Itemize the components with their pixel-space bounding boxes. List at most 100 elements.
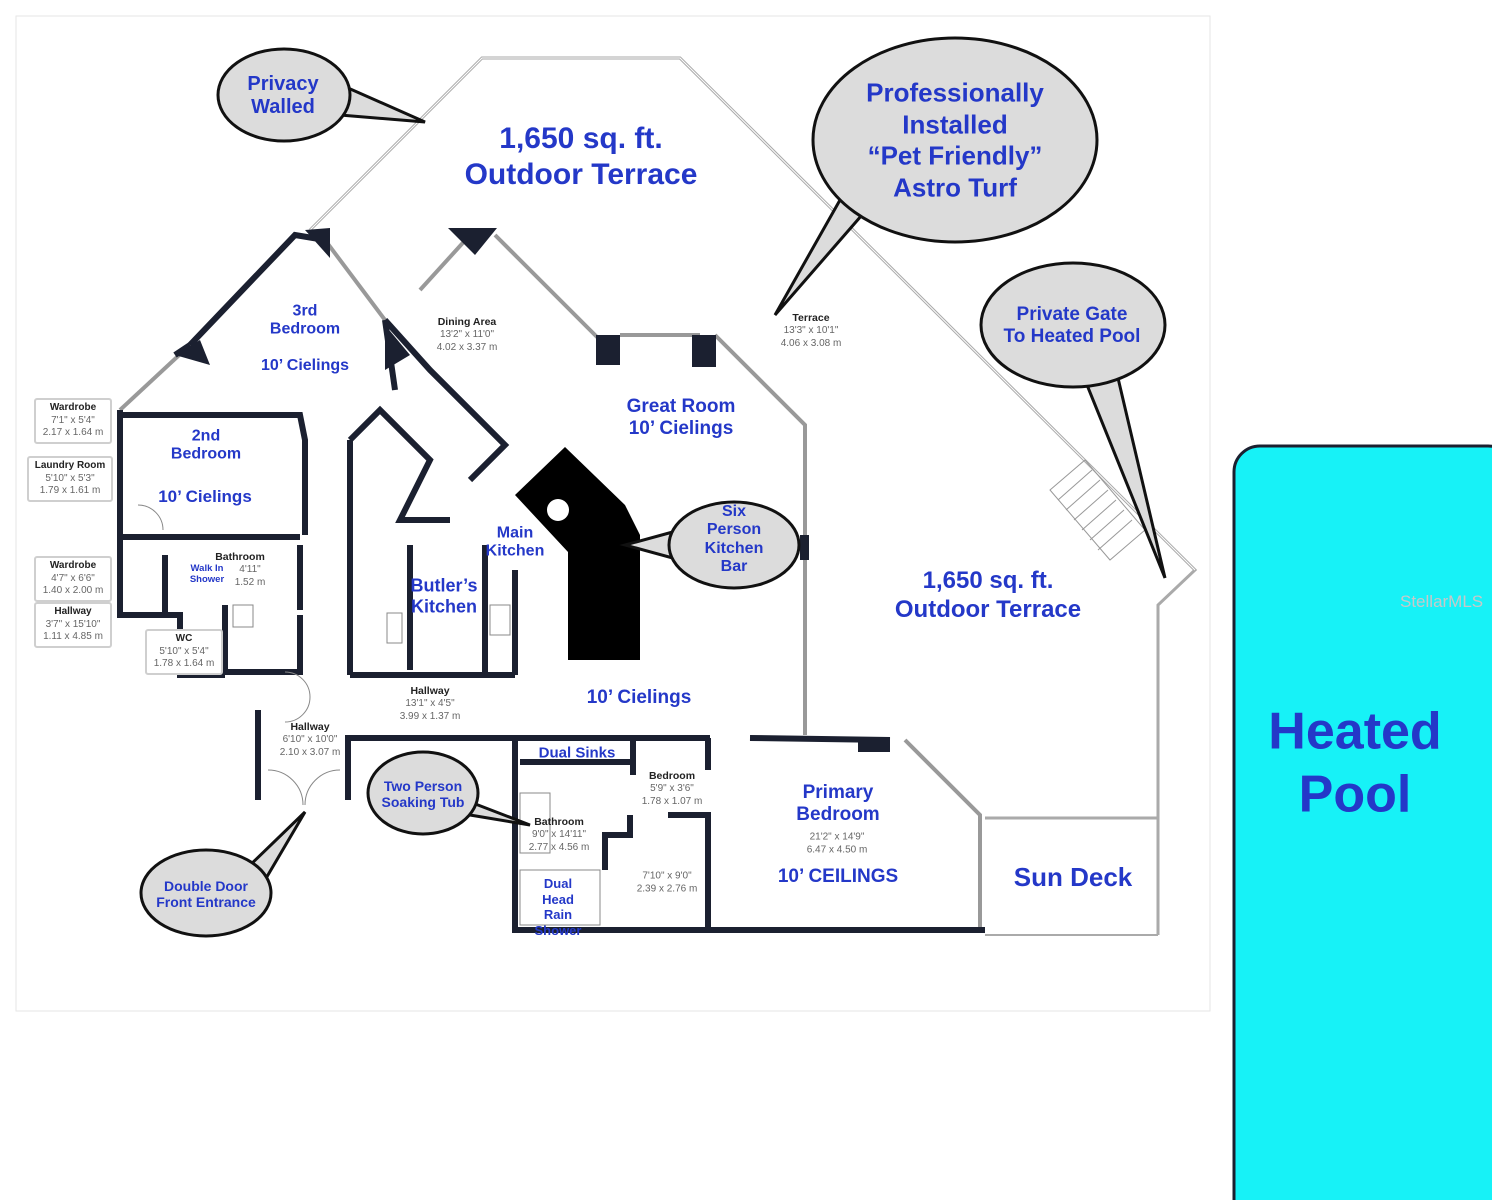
room-name: Hallway bbox=[410, 684, 450, 697]
room-name: Hallway bbox=[290, 720, 330, 733]
label-line: Heated bbox=[1268, 702, 1442, 761]
walls bbox=[117, 231, 985, 933]
label-line: 3rd bbox=[292, 302, 318, 320]
room-dims-metric: 4.06 x 3.08 m bbox=[780, 337, 842, 349]
windows bbox=[118, 233, 982, 930]
room-bedroom-small: Bedroom 5'9" x 3'6" 1.78 x 1.07 m bbox=[642, 770, 703, 808]
box-dims-imperial: 4'7" x 6'6" bbox=[51, 572, 95, 584]
box-dims-metric: 1.78 x 1.64 m bbox=[153, 658, 215, 669]
label-third-bedroom-ceilings: 10’ Cielings bbox=[260, 356, 350, 374]
box-dims-metric: 1.79 x 1.61 m bbox=[39, 485, 101, 496]
callout-astro-turf: Professionally Installed “Pet Friendly” … bbox=[866, 78, 1044, 205]
kitchen-bar bbox=[515, 447, 640, 660]
label-terrace-top: 1,650 sq. ft. Outdoor Terrace bbox=[465, 121, 698, 193]
label-walk-in-shower: Walk In Shower bbox=[189, 563, 225, 586]
box-dims-metric: 2.17 x 1.64 m bbox=[42, 427, 104, 438]
room-dims-imperial: 7'10" x 9'0" bbox=[642, 870, 692, 882]
plan-frame bbox=[15, 15, 1211, 1012]
callout-line: Double Door bbox=[163, 877, 248, 894]
label-line: Bedroom bbox=[796, 804, 880, 825]
label-line: Primary bbox=[802, 782, 874, 804]
callout-private-gate: Private Gate To Heated Pool bbox=[1004, 304, 1141, 348]
room-dims-metric: 1.52 m bbox=[234, 576, 266, 588]
room-dims-imperial: 21'2" x 14'9" bbox=[809, 831, 865, 843]
label-third-bedroom: 3rd Bedroom bbox=[270, 303, 340, 340]
box-dims-metric: 1.40 x 2.00 m bbox=[42, 585, 104, 596]
label-line: 1,650 sq. ft. bbox=[499, 122, 663, 155]
heated-pool bbox=[1232, 444, 1492, 1200]
room-dims-metric: 6.47 x 4.50 m bbox=[806, 844, 868, 855]
callout-line: Private Gate bbox=[1016, 304, 1128, 326]
label-line: Dual bbox=[543, 875, 573, 891]
label-line: Great Room bbox=[626, 396, 736, 418]
label-sun-deck: Sun Deck bbox=[1013, 862, 1133, 893]
label-line: Butler’s bbox=[410, 575, 478, 596]
callout-line: “Pet Friendly” bbox=[867, 141, 1043, 171]
room-dims-metric: 3.99 x 1.37 m bbox=[399, 710, 461, 722]
label-great-room: Great Room 10’ Cielings bbox=[627, 396, 736, 440]
room-name: Bathroom bbox=[534, 815, 584, 828]
room-hallway-main: Hallway 13'1" x 4'5" 3.99 x 1.37 m bbox=[400, 685, 461, 723]
box-dims-imperial: 5'10" x 5'4" bbox=[159, 645, 209, 657]
room-terrace: Terrace 13'3" x 10'1" 4.06 x 3.08 m bbox=[781, 312, 842, 350]
callout-line: Front Entrance bbox=[156, 894, 256, 910]
box-dims-imperial: 5'10" x 5'3" bbox=[45, 472, 95, 484]
box-dims-imperial: 3'7" x 15'10" bbox=[45, 618, 101, 630]
box-wardrobe-2: Wardrobe 4'7" x 6'6" 1.40 x 2.00 m bbox=[34, 556, 112, 602]
label-line: Head bbox=[542, 891, 574, 907]
label-heated-pool: Heated Pool bbox=[1268, 701, 1441, 828]
room-name: Terrace bbox=[792, 311, 830, 324]
label-second-bedroom: 2nd Bedroom bbox=[171, 428, 241, 465]
callout-privacy-walled: Privacy Walled bbox=[247, 73, 318, 119]
label-second-bedroom-ceilings: 10’ Cielings bbox=[158, 487, 252, 507]
label-line: Outdoor Terrace bbox=[464, 158, 698, 191]
label-butlers-kitchen: Butler’s Kitchen bbox=[410, 575, 477, 616]
callout-line: Person bbox=[706, 521, 762, 539]
room-dims-imperial: 9'0" x 14'11" bbox=[531, 829, 587, 841]
box-wardrobe-1: Wardrobe 7'1" x 5'4" 2.17 x 1.64 m bbox=[34, 398, 112, 444]
label-line: 10’ Cielings bbox=[628, 418, 734, 439]
label-primary-bedroom: Primary Bedroom bbox=[796, 782, 879, 826]
box-laundry-room: Laundry Room 5'10" x 5'3" 1.79 x 1.61 m bbox=[27, 456, 113, 502]
callout-line: Soaking Tub bbox=[381, 794, 465, 810]
room-dims-imperial: 13'1" x 4'5" bbox=[405, 698, 455, 710]
box-dims-imperial: 7'1" x 5'4" bbox=[51, 414, 95, 426]
room-dims-imperial: 13'3" x 10'1" bbox=[783, 325, 839, 337]
box-hallway: Hallway 3'7" x 15'10" 1.11 x 4.85 m bbox=[34, 602, 112, 648]
label-line: Main bbox=[496, 524, 534, 542]
callout-line: Six bbox=[721, 503, 747, 521]
callout-line: Two Person bbox=[383, 777, 463, 794]
callout-line: Privacy bbox=[247, 73, 319, 95]
label-hall-ceilings: 10’ Cielings bbox=[586, 687, 692, 709]
label-line: Outdoor Terrace bbox=[894, 596, 1082, 623]
room-dims-metric: 1.78 x 1.07 m bbox=[641, 795, 703, 807]
label-terrace-right: 1,650 sq. ft. Outdoor Terrace bbox=[895, 567, 1081, 625]
box-name: Wardrobe bbox=[49, 402, 97, 413]
box-name: Wardrobe bbox=[49, 560, 97, 571]
room-bathroom-primary: Bathroom 9'0" x 14'11" 2.77 x 4.56 m bbox=[529, 816, 590, 854]
callout-line: Astro Turf bbox=[893, 172, 1017, 203]
room-dims-metric: 4.02 x 3.37 m bbox=[436, 341, 498, 353]
label-line: Rain bbox=[543, 907, 573, 922]
callout-line: Professionally bbox=[866, 77, 1044, 108]
room-name: Bedroom bbox=[648, 769, 696, 782]
label-line: Kitchen bbox=[485, 543, 545, 560]
room-dims-imperial: 5'9" x 3'6" bbox=[650, 783, 694, 795]
room-dims-metric: 2.10 x 3.07 m bbox=[279, 746, 341, 758]
label-line: Shower bbox=[189, 574, 225, 585]
label-line: Kitchen bbox=[410, 596, 477, 616]
box-name: Hallway bbox=[54, 606, 92, 617]
callout-front-entrance: Double Door Front Entrance bbox=[156, 878, 256, 910]
callout-line: Kitchen bbox=[704, 540, 764, 557]
room-dims-imperial: 6'10" x 10'0" bbox=[282, 734, 338, 746]
room-name: Dining Area bbox=[437, 315, 497, 328]
room-name: Bathroom bbox=[215, 550, 265, 563]
room-hallway-entry: Hallway 6'10" x 10'0" 2.10 x 3.07 m bbox=[280, 721, 341, 759]
callout-line: Installed bbox=[902, 109, 1008, 140]
callout-line: Bar bbox=[720, 558, 748, 576]
room-primary-bedroom: 21'2" x 14'9" 6.47 x 4.50 m bbox=[807, 832, 868, 857]
callout-line: Walled bbox=[251, 96, 315, 118]
box-wc: WC 5'10" x 5'4" 1.78 x 1.64 m bbox=[145, 629, 223, 675]
label-line: Bedroom bbox=[269, 321, 341, 338]
